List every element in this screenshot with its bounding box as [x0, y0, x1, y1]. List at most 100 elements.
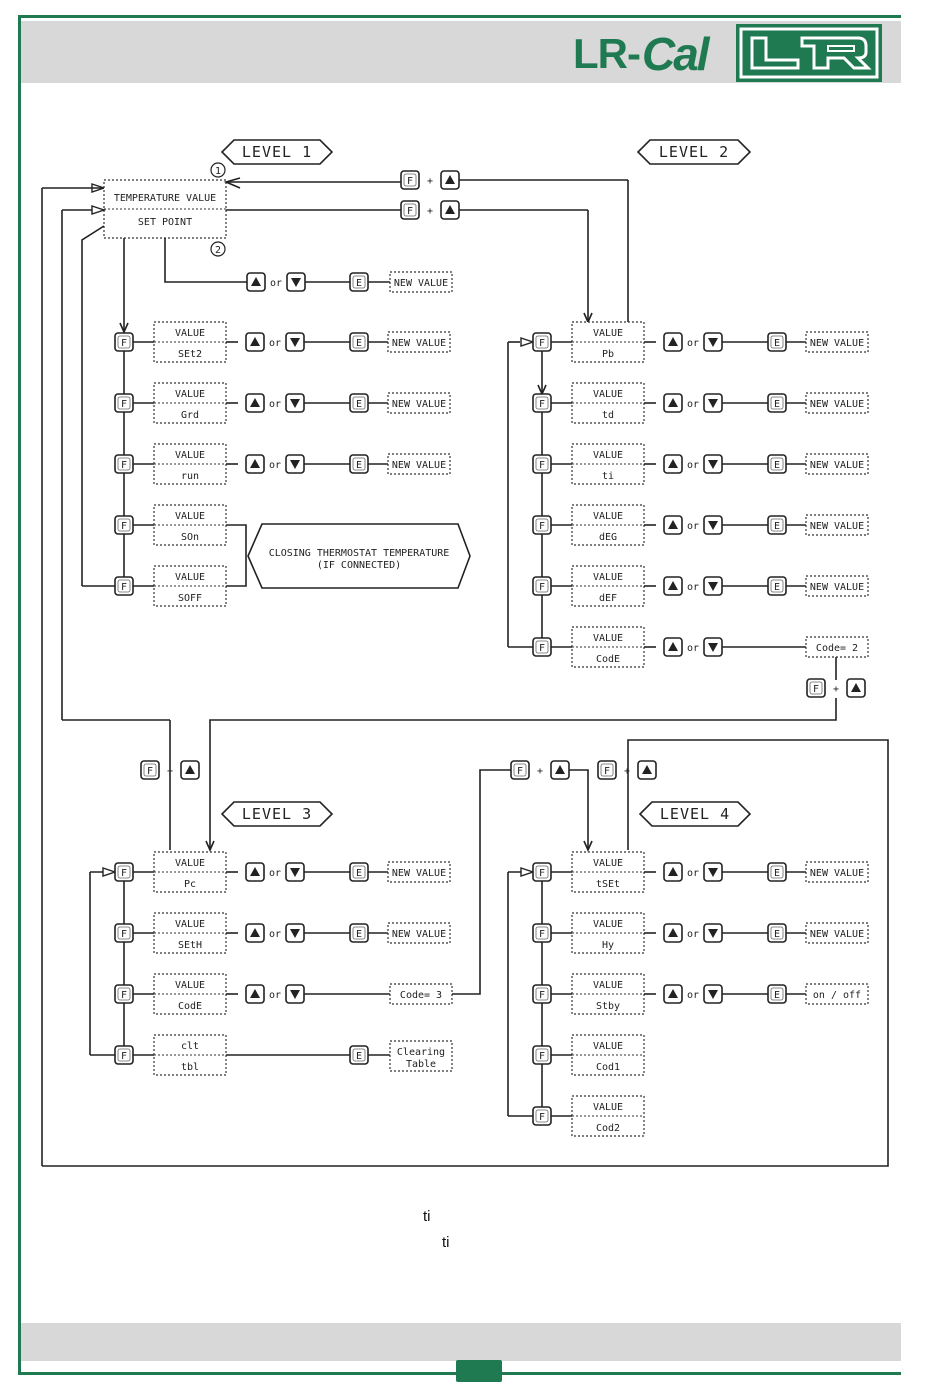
f-key-label: F [407, 176, 413, 187]
up-triangle-icon [668, 398, 678, 407]
new-value-box [805, 514, 869, 536]
e-key-inner [770, 518, 784, 532]
page-number-tab [456, 1360, 502, 1382]
param-name: ti [602, 471, 614, 482]
clearing-label-2: Table [406, 1059, 436, 1070]
up-triangle-icon [250, 989, 260, 998]
down-triangle-icon [708, 521, 718, 530]
e-key-inner [770, 335, 784, 349]
f-key-inner [535, 579, 549, 593]
clt-label: clt [181, 1041, 199, 1052]
param-name: Hy [602, 940, 614, 951]
f-key-icon [140, 760, 160, 780]
or-label: or [269, 929, 281, 940]
param-name: dEF [599, 593, 617, 604]
f-key-inner [600, 763, 614, 777]
new-value-box [389, 271, 453, 293]
or-label: or [269, 338, 281, 349]
e-key-inner [770, 396, 784, 410]
plus-label: + [624, 766, 630, 777]
param-value-label: VALUE [593, 633, 623, 644]
param-value-label: VALUE [593, 919, 623, 930]
f-key-label: F [539, 521, 545, 532]
param-name: dEG [599, 532, 617, 543]
new-value-label: NEW VALUE [810, 460, 864, 471]
down-triangle-icon [708, 868, 718, 877]
param-name: CodE [596, 654, 620, 665]
up-triangle-icon [668, 520, 678, 529]
circle-1-icon [210, 162, 226, 178]
code-label: Code= 2 [816, 643, 858, 654]
f-key-inner [535, 1109, 549, 1123]
level-3-tag [220, 801, 334, 827]
level-2-tag [636, 139, 752, 165]
note-line-1: ti [423, 1208, 431, 1225]
param-value-label: VALUE [593, 858, 623, 869]
level-1-tag [220, 139, 334, 165]
f-key-inner [535, 987, 549, 1001]
note-line-2: ti [442, 1234, 450, 1251]
e-key-inner [352, 396, 366, 410]
f-key-inner [403, 173, 417, 187]
or-label: or [269, 990, 281, 1001]
new-value-box [805, 861, 869, 883]
plus-label: + [537, 766, 543, 777]
f-key-icon [400, 200, 420, 220]
f-key-label: F [121, 521, 127, 532]
f-key-inner [535, 865, 549, 879]
new-value-label: NEW VALUE [810, 868, 864, 879]
e-key-inner [770, 579, 784, 593]
down-triangle-icon [290, 868, 300, 877]
param-name: Cod2 [596, 1123, 620, 1134]
f-key-label: F [539, 582, 545, 593]
param-name: SOFF [178, 593, 202, 604]
param-value-label: VALUE [175, 572, 205, 583]
up-triangle-icon [668, 867, 678, 876]
param-name: Stby [596, 1001, 620, 1012]
e-key-label: E [774, 929, 780, 940]
e-key-inner [770, 865, 784, 879]
clearing-box [389, 1040, 453, 1072]
new-value-box [387, 392, 451, 414]
or-label: or [687, 460, 699, 471]
or-label: or [269, 460, 281, 471]
f-key-inner [535, 457, 549, 471]
f-key-label: F [121, 868, 127, 879]
f-key-inner [809, 681, 823, 695]
down-triangle-icon [290, 929, 300, 938]
frame-left [18, 15, 21, 1375]
param-name: tSEt [596, 879, 620, 890]
param-value-label: VALUE [593, 572, 623, 583]
level-1-tag-text: LEVEL 1 [242, 143, 312, 161]
f-key-inner [535, 518, 549, 532]
f-key-label: F [539, 990, 545, 1001]
or-label: or [687, 338, 699, 349]
param-value-label: VALUE [593, 389, 623, 400]
f-key-label: F [121, 338, 127, 349]
f-key-label: F [121, 582, 127, 593]
param-value-label: VALUE [175, 980, 205, 991]
circle-2-label: 2 [215, 245, 221, 256]
down-triangle-icon [708, 990, 718, 999]
or-label: or [687, 582, 699, 593]
down-triangle-icon [290, 399, 300, 408]
down-triangle-icon [708, 929, 718, 938]
up-triangle-icon [250, 337, 260, 346]
thermostat-bracket [226, 524, 247, 587]
plus-label: + [427, 206, 433, 217]
set-point-label: SET POINT [138, 217, 192, 228]
f-key-inner [117, 457, 131, 471]
footer-band [21, 1323, 901, 1361]
up-triangle-icon [642, 765, 652, 774]
param-value-label: VALUE [175, 511, 205, 522]
arrow-right-icon [520, 867, 536, 877]
e-key-label: E [356, 1051, 362, 1062]
e-key-label: E [356, 399, 362, 410]
new-value-box [805, 453, 869, 475]
f-key-inner [117, 1048, 131, 1062]
or-label: or [687, 929, 699, 940]
circle-2-icon [210, 241, 226, 257]
param-value-label: VALUE [175, 450, 205, 461]
f-key-inner [535, 926, 549, 940]
f-key-label: F [121, 460, 127, 471]
